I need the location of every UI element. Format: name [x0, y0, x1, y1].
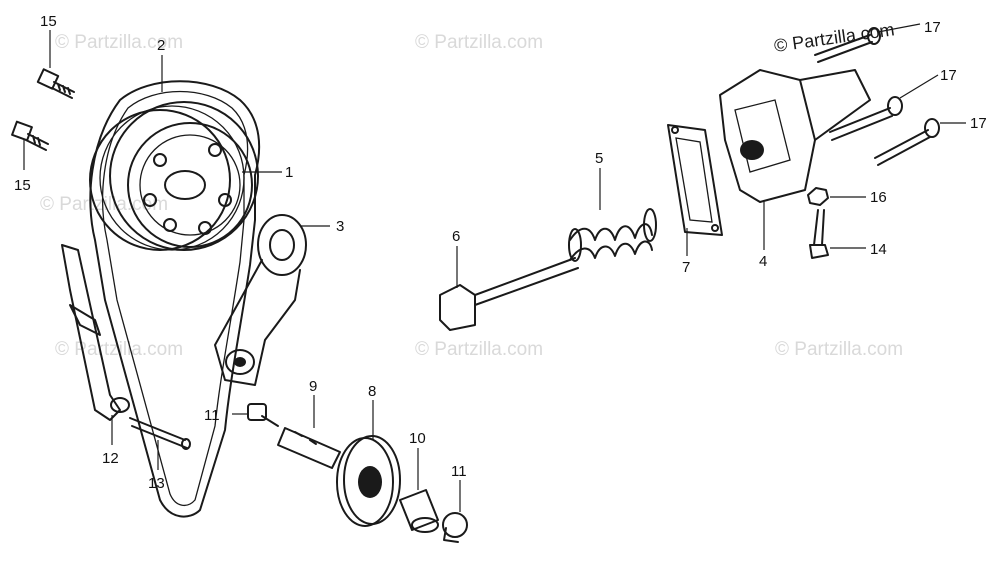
- roller-collar: [399, 489, 439, 533]
- callout-13: 13: [148, 475, 165, 492]
- callout-11: 11: [204, 407, 220, 424]
- callout-3: 3: [336, 218, 344, 235]
- bolt-11-upper: [247, 403, 279, 427]
- callout-2: 2: [157, 37, 165, 54]
- bolt-15-upper: [36, 68, 75, 99]
- watermark: © Partzilla.com: [40, 194, 168, 215]
- leader-lines: [23, 23, 966, 512]
- callout-9: 9: [309, 378, 317, 395]
- tensioner-shaft: [277, 427, 341, 469]
- watermark: © Partzilla.com: [55, 32, 183, 53]
- nut-16: [807, 187, 829, 206]
- callout-11: 11: [451, 463, 467, 480]
- tensioner-arm: [214, 214, 307, 386]
- callout-12: 12: [102, 450, 119, 467]
- callout-7: 7: [682, 259, 690, 276]
- bolt-11-lower: [442, 512, 468, 543]
- callout-8: 8: [368, 383, 376, 400]
- callout-17: 17: [940, 67, 957, 84]
- callout-1: 1: [285, 164, 293, 181]
- bolt-17-top: [814, 27, 881, 63]
- tensioner-push-rod: [439, 257, 579, 331]
- callout-15: 15: [40, 13, 57, 30]
- tensioner-spring: [568, 208, 657, 262]
- callout-15: 15: [14, 177, 31, 194]
- bolt-17-lower: [874, 118, 940, 166]
- watermark: © Partzilla.com: [415, 32, 543, 53]
- bolt-17-middle: [829, 96, 903, 141]
- chain-guide: [61, 244, 130, 421]
- bolt-14: [809, 209, 829, 259]
- callout-17: 17: [970, 115, 987, 132]
- housing-gasket: [667, 124, 723, 236]
- callout-4: 4: [759, 253, 767, 270]
- guide-pin: [129, 417, 191, 450]
- tensioner-roller: [336, 435, 401, 527]
- cam-sprocket-chain-rows: [89, 101, 259, 251]
- watermark: © Partzilla.com: [775, 339, 903, 360]
- callout-5: 5: [595, 150, 603, 167]
- watermark: © Partzilla.com: [773, 19, 896, 56]
- callout-14: 14: [870, 241, 887, 258]
- tensioner-housing: [719, 69, 871, 203]
- callout-6: 6: [452, 228, 460, 245]
- cam-sprocket: [127, 122, 253, 248]
- watermark: © Partzilla.com: [415, 339, 543, 360]
- callout-17: 17: [924, 19, 941, 36]
- bolt-15-lower: [11, 120, 49, 151]
- callout-16: 16: [870, 189, 887, 206]
- callout-10: 10: [409, 430, 426, 447]
